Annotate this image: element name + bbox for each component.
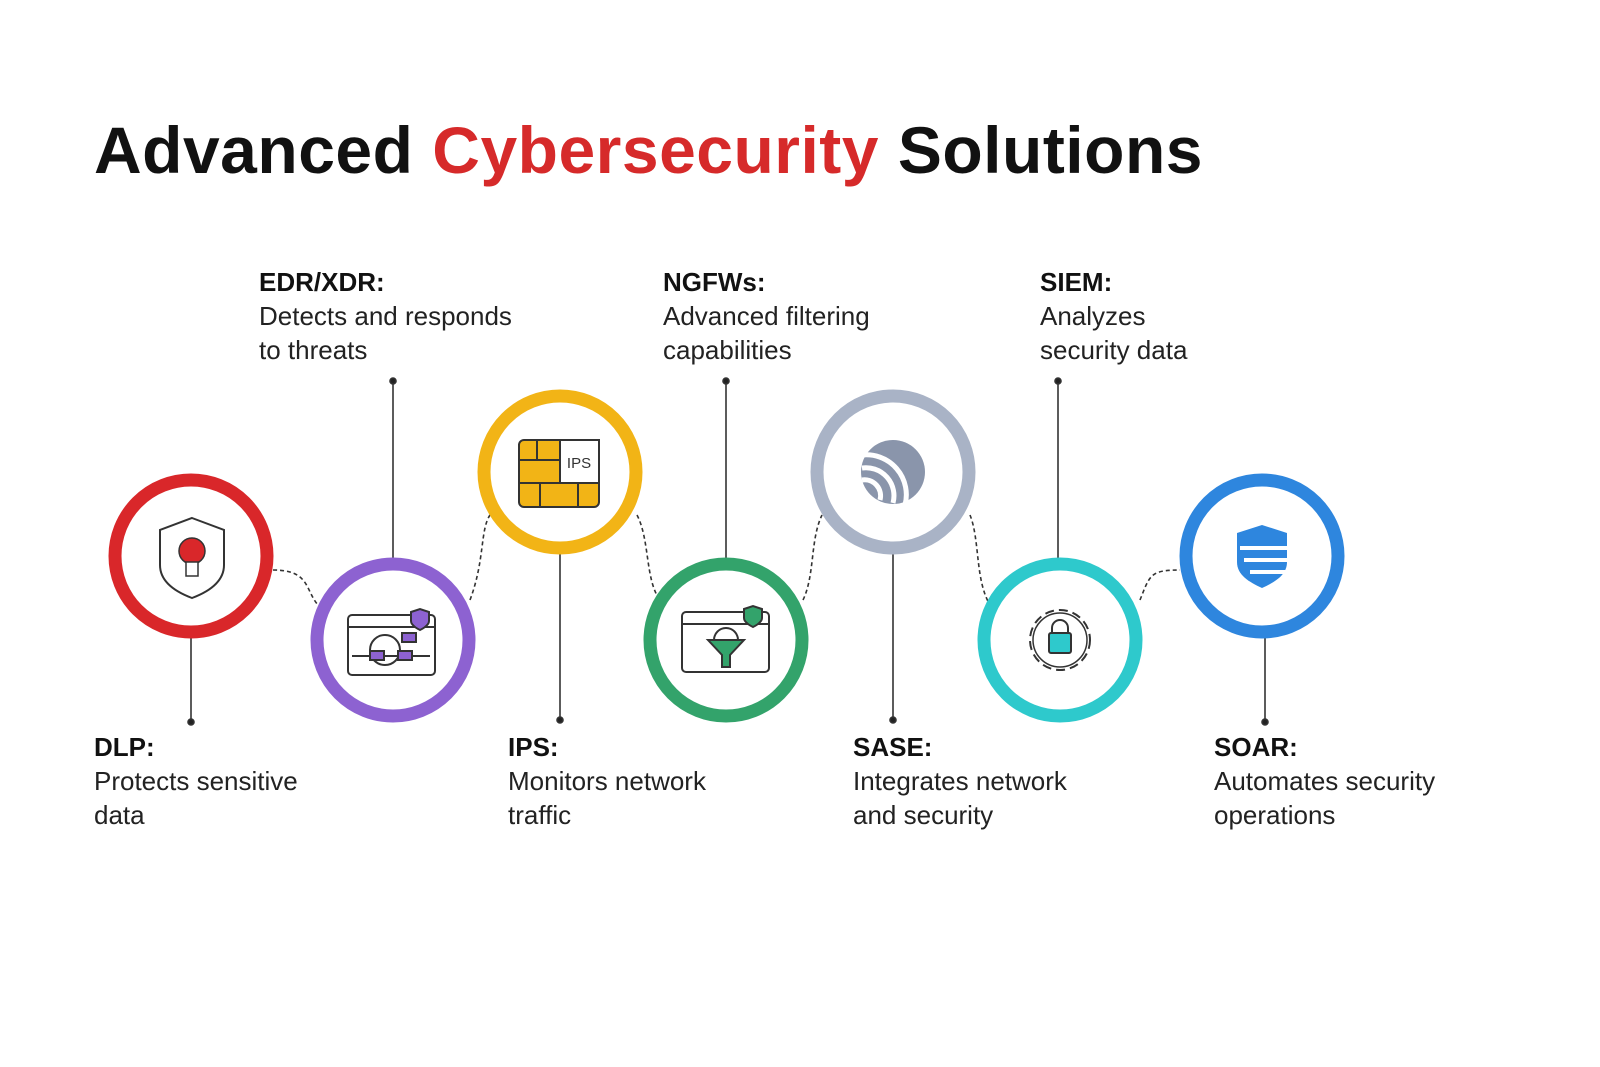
ips-chip-icon: IPS	[518, 439, 600, 508]
item-sase: SASE: Integrates network and security	[853, 732, 1067, 830]
item-siem: SIEM: Analyzes security data	[1040, 267, 1188, 365]
signal-sphere-icon	[861, 440, 925, 506]
item-ngfws: NGFWs: Advanced filtering capabilities	[663, 267, 870, 365]
svg-text:IPS: IPS	[567, 455, 591, 472]
browser-filter-icon	[681, 604, 770, 673]
browser-network-icon	[347, 607, 436, 676]
gear-lock-icon	[1029, 609, 1091, 671]
item-soar: SOAR: Automates security operations	[1214, 732, 1436, 830]
shield-lightbulb-icon	[159, 516, 225, 600]
dashed-connectors	[272, 514, 1181, 606]
page-title: Advanced Cybersecurity Solutions	[94, 113, 1203, 187]
item-edr-xdr: EDR/XDR: Detects and responds to threats	[259, 267, 512, 365]
item-dlp: DLP: Protects sensitive data	[94, 732, 298, 830]
striped-shield-icon	[1237, 525, 1287, 588]
item-ips: IPS: Monitors network traffic	[508, 732, 706, 830]
